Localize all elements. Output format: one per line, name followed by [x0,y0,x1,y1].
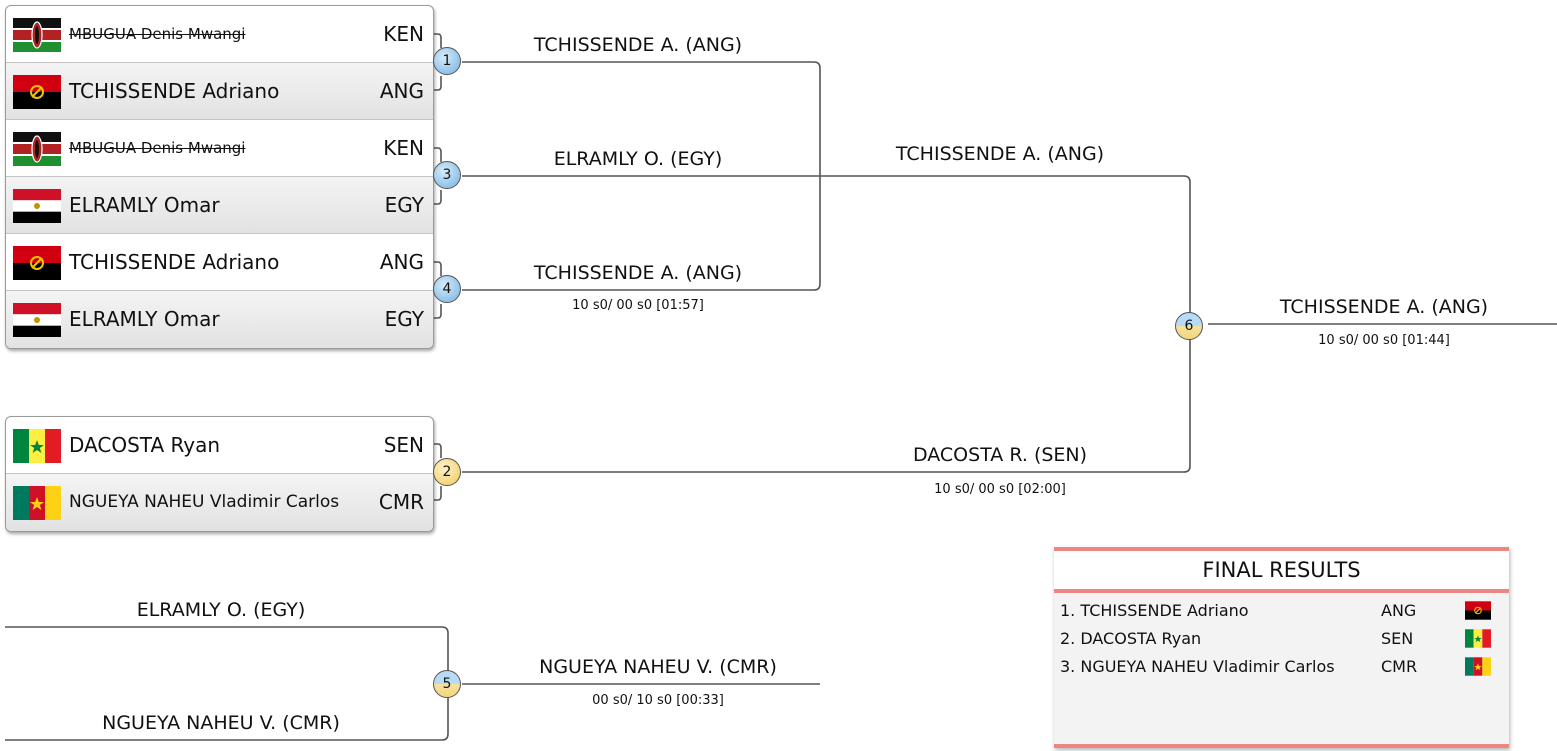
bronze-top-entrant: ELRAMLY O. (EGY) [136,599,306,621]
match-1-winner: TCHISSENDE A. (ANG) [533,34,743,56]
entry-row[interactable]: NGUEYA NAHEU Vladimir Carlos CMR [6,474,433,531]
final-results-panel: FINAL RESULTS 1. TCHISSENDE Adriano ANG … [1054,547,1509,748]
senegal-flag-icon [13,429,61,463]
result-name: 1. TCHISSENDE Adriano [1060,601,1249,620]
pool-a: MBUGUA Denis Mwangi KEN TCHISSENDE Adria… [5,5,434,349]
fencer-name: TCHISSENDE Adriano [69,250,280,274]
match-3-winner: ELRAMLY O. (EGY) [553,148,723,170]
result-row: 1. TCHISSENDE Adriano ANG [1054,598,1509,624]
result-row: 3. NGUEYA NAHEU Vladimir Carlos CMR [1054,654,1509,680]
bronze-bottom-entrant: NGUEYA NAHEU V. (CMR) [102,712,340,734]
fencer-name: MBUGUA Denis Mwangi [69,139,246,157]
match-node-6[interactable]: 6 [1175,312,1203,340]
result-name: 2. DACOSTA Ryan [1060,629,1202,648]
fencer-name: NGUEYA NAHEU Vladimir Carlos [69,492,340,512]
fencer-name: ELRAMLY Omar [69,193,220,217]
match-5-score: 00 s0/ 10 s0 [00:33] [592,693,724,708]
fencer-name: ELRAMLY Omar [69,307,220,331]
fencer-name: TCHISSENDE Adriano [69,79,280,103]
fencer-name: DACOSTA Ryan [69,433,221,457]
match-5-winner: NGUEYA NAHEU V. (CMR) [539,656,777,678]
egypt-flag-icon [13,189,61,223]
cameroon-flag-icon [1465,657,1491,676]
angola-flag-icon [13,246,61,280]
entry-row[interactable]: ELRAMLY Omar EGY [6,177,433,234]
match-4-winner: TCHISSENDE A. (ANG) [533,262,743,284]
country-code: KEN [383,22,424,46]
country-code: EGY [384,193,424,217]
match-node-5[interactable]: 5 [433,670,461,698]
entry-row[interactable]: DACOSTA Ryan SEN [6,417,433,474]
results-bottom-bar [1054,744,1509,748]
pool-b: DACOSTA Ryan SEN NGUEYA NAHEU Vladimir C… [5,416,434,532]
egypt-flag-icon [13,303,61,337]
match-4-score: 10 s0/ 00 s0 [01:57] [572,298,704,313]
entry-row[interactable]: ELRAMLY Omar EGY [6,291,433,348]
entry-row[interactable]: MBUGUA Denis Mwangi KEN [6,120,433,177]
results-header-bar [1054,589,1509,593]
match-node-2[interactable]: 2 [433,458,461,486]
result-code: SEN [1381,629,1414,648]
kenya-flag-icon [13,132,61,166]
match-node-3[interactable]: 3 [433,161,461,189]
senegal-flag-icon [1465,629,1491,648]
match-2-score: 10 s0/ 00 s0 [02:00] [934,482,1066,497]
final-results-title: FINAL RESULTS [1054,551,1509,589]
angola-flag-icon [13,75,61,109]
match-node-4[interactable]: 4 [433,275,461,303]
entry-row[interactable]: MBUGUA Denis Mwangi KEN [6,6,433,63]
result-code: CMR [1381,657,1418,676]
final-score: 10 s0/ 00 s0 [01:44] [1318,333,1450,348]
entry-row[interactable]: TCHISSENDE Adriano ANG [6,63,433,120]
entry-row[interactable]: TCHISSENDE Adriano ANG [6,234,433,291]
cameroon-flag-icon [13,486,61,520]
result-row: 2. DACOSTA Ryan SEN [1054,626,1509,652]
country-code: ANG [379,79,424,103]
results-top-bar [1054,547,1509,551]
country-code: CMR [378,490,424,514]
result-code: ANG [1381,601,1417,620]
country-code: KEN [383,136,424,160]
match-node-1[interactable]: 1 [433,47,461,75]
kenya-flag-icon [13,18,61,52]
final-winner: TCHISSENDE A. (ANG) [1279,296,1489,318]
result-name: 3. NGUEYA NAHEU Vladimir Carlos [1060,657,1335,676]
country-code: ANG [379,250,424,274]
match-2-winner: DACOSTA R. (SEN) [912,444,1088,466]
country-code: EGY [384,307,424,331]
country-code: SEN [383,433,424,457]
fencer-name: MBUGUA Denis Mwangi [69,25,246,43]
semifinal-label: TCHISSENDE A. (ANG) [895,143,1105,165]
angola-flag-icon [1465,601,1491,620]
